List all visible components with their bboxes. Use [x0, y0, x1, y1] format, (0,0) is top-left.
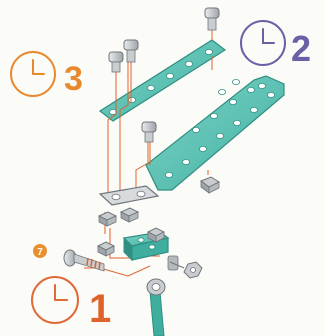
spacer-plate [100, 186, 158, 205]
shaft-rod [147, 279, 165, 336]
bolt-top-right [205, 8, 219, 30]
bolt-strip-left [109, 52, 123, 72]
nut-right [121, 208, 138, 222]
washer-right [168, 256, 184, 270]
step-1-clock-icon [32, 277, 78, 323]
triangle-plate [146, 76, 284, 190]
step-2-number: 2 [291, 28, 311, 69]
callout-number: 7 [37, 247, 43, 258]
step-1-number: 1 [89, 287, 111, 331]
nut-triangle [201, 177, 219, 193]
step-3-clock-icon [11, 52, 55, 96]
nut-bracket-left [98, 242, 114, 256]
bolt-triangle [142, 122, 156, 142]
step-2-clock-icon [241, 21, 285, 65]
nut-left [99, 212, 116, 226]
nut-hex-right [184, 262, 202, 278]
bolt-strip-middle [124, 40, 138, 62]
step-3-number: 3 [64, 60, 83, 98]
